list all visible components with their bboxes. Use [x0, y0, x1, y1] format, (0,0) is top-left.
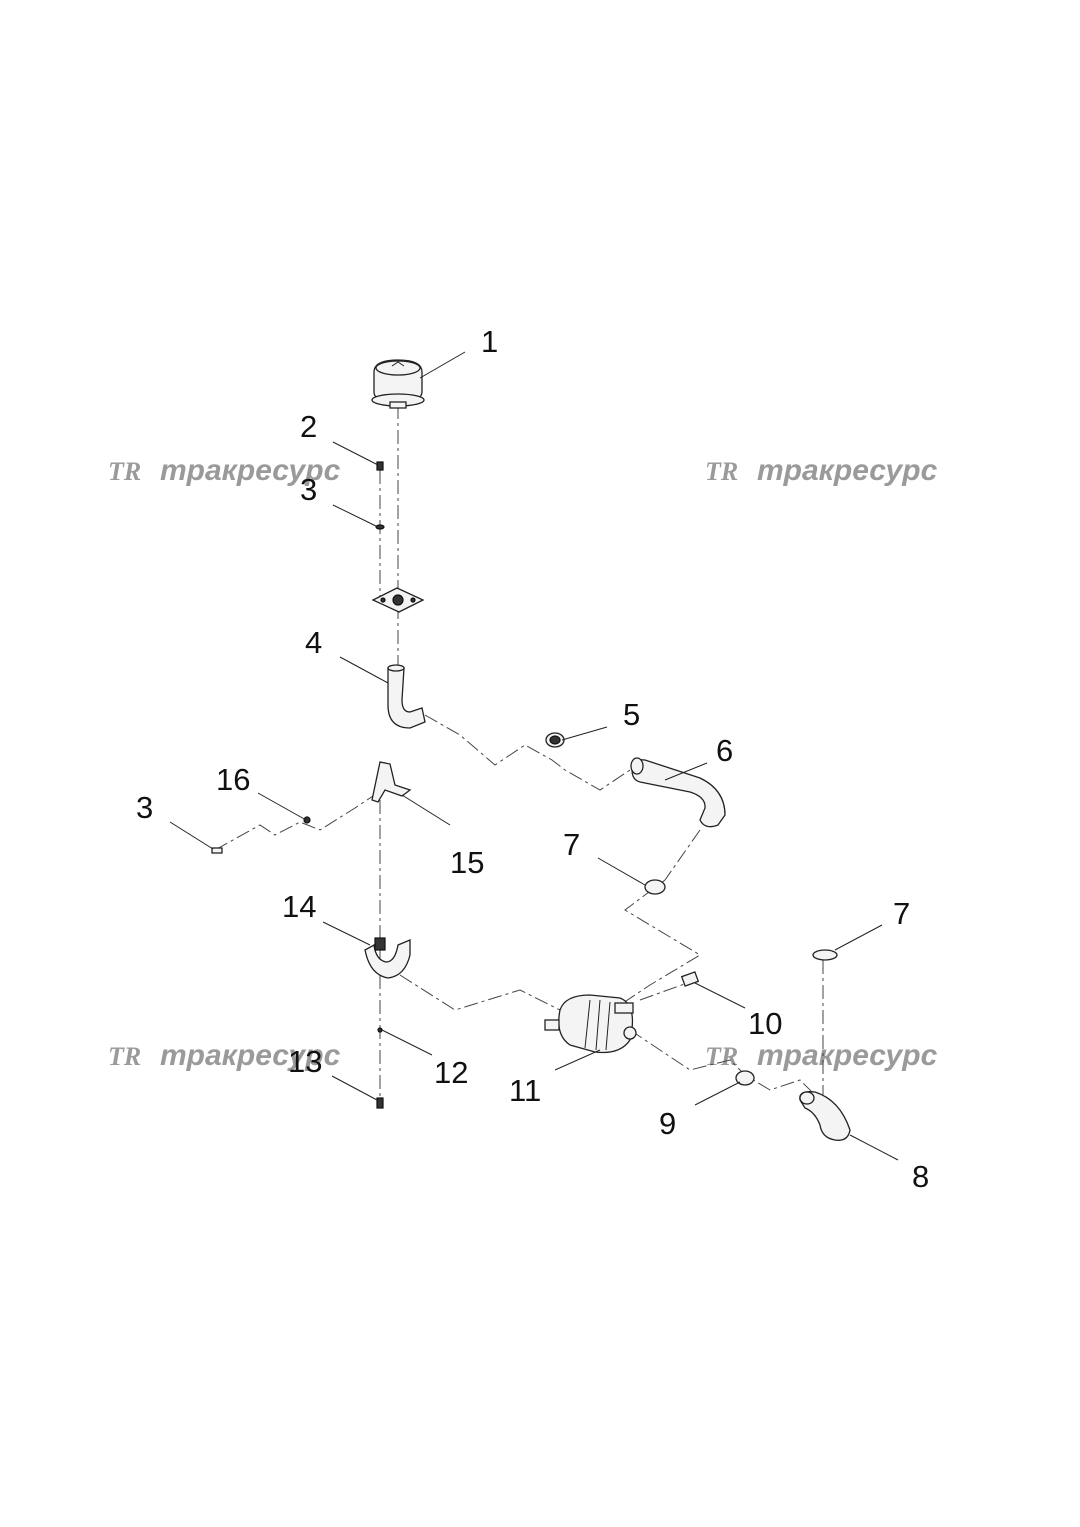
axis-bracket-bolt	[214, 789, 383, 851]
washer-part	[375, 524, 385, 530]
watermark-text: тракресурс	[757, 454, 938, 487]
callout-8: 8	[912, 1159, 929, 1194]
callout-6: 6	[716, 733, 733, 768]
axis-hose-middle	[619, 829, 701, 1006]
oil-separator-part	[544, 994, 637, 1054]
callout-3: 3	[300, 472, 317, 507]
curved-hose-part	[799, 1091, 851, 1141]
bolt-part	[211, 847, 223, 854]
callout-7: 7	[893, 896, 910, 931]
hose-clamp-part	[644, 879, 666, 895]
watermark-text: тракресурс	[160, 1039, 341, 1072]
callout-15: 15	[450, 845, 484, 880]
callout-labels: 1 2 3 4 5 6 3 16 15 7 14 7 10 12 13 11 9…	[136, 324, 929, 1194]
mounting-band-part	[364, 937, 411, 979]
axis-hose-upper	[424, 714, 656, 791]
leader-lines	[169, 351, 899, 1161]
watermark-logo: TR	[108, 457, 141, 486]
watermark-logo: TR	[108, 1042, 141, 1071]
watermark-text: тракресурс	[160, 454, 341, 487]
callout-3: 3	[136, 790, 153, 825]
elbow-hose-part	[387, 664, 426, 729]
nut-part	[303, 816, 311, 824]
watermark-bottom-left: TR тракресурс	[108, 1039, 341, 1072]
hose-clamp-part	[545, 732, 565, 748]
watermark-top-left: TR тракресурс	[108, 454, 341, 487]
bracket-part	[371, 761, 412, 803]
watermark-logo: TR	[705, 1042, 738, 1071]
callout-16: 16	[216, 762, 250, 797]
watermark-bottom-right: TR тракресурс	[705, 1039, 938, 1072]
callout-11: 11	[509, 1073, 541, 1108]
callout-5: 5	[623, 697, 640, 732]
watermark-text: тракресурс	[757, 1039, 938, 1072]
long-hose-part	[630, 757, 726, 828]
callout-13: 13	[288, 1044, 322, 1079]
hose-clamp-part	[812, 949, 838, 961]
hose-clamp-part	[735, 1070, 755, 1086]
flange-plate-part	[371, 587, 425, 613]
callout-10: 10	[748, 1006, 782, 1041]
callout-9: 9	[659, 1106, 676, 1141]
bolt-part	[376, 1097, 384, 1109]
callout-12: 12	[434, 1055, 468, 1090]
assembly-lines	[214, 405, 824, 1105]
watermark-logo: TR	[705, 457, 738, 486]
callout-2: 2	[300, 409, 317, 444]
axis-fitting	[639, 981, 691, 1001]
callout-1: 1	[481, 324, 498, 359]
breather-cap-part	[371, 359, 425, 409]
callout-7: 7	[563, 827, 580, 862]
callout-4: 4	[305, 625, 322, 660]
bolt-part	[376, 461, 384, 471]
callout-14: 14	[282, 889, 316, 924]
axis-clamp-separator	[399, 974, 561, 1011]
watermark-top-right: TR тракресурс	[705, 454, 938, 487]
washer-part	[377, 1027, 383, 1033]
fitting-part	[680, 971, 700, 987]
